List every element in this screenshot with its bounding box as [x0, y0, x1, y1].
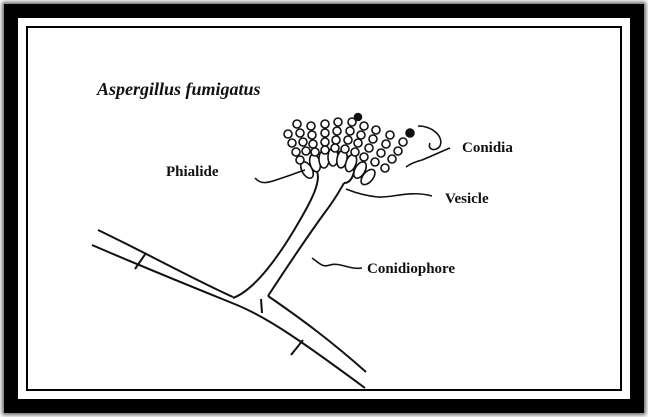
hypha-septum: [261, 299, 262, 313]
conidiophore-right-wall: [268, 183, 344, 296]
label-phialide: Phialide: [166, 164, 219, 180]
label-conidia: Conidia: [462, 140, 513, 156]
hypha-upper-wall-left: [98, 230, 233, 297]
phialide-leader: [255, 170, 305, 183]
label-conidiophore: Conidiophore: [367, 261, 455, 277]
conidiophore-leader: [312, 258, 362, 268]
vesicle-leader: [346, 189, 432, 197]
conidiophore-left-wall: [233, 176, 318, 298]
hypha-lower-wall: [92, 245, 365, 388]
label-vesicle: Vesicle: [445, 191, 489, 207]
hypha: [92, 230, 366, 388]
hypha-upper-wall-right: [268, 296, 366, 372]
hypha-septum: [291, 340, 303, 355]
conidia-leader-lower: [406, 148, 450, 167]
conidia-leader-upper: [418, 126, 441, 150]
diagram-title: Aspergillus fumigatus: [96, 79, 261, 99]
